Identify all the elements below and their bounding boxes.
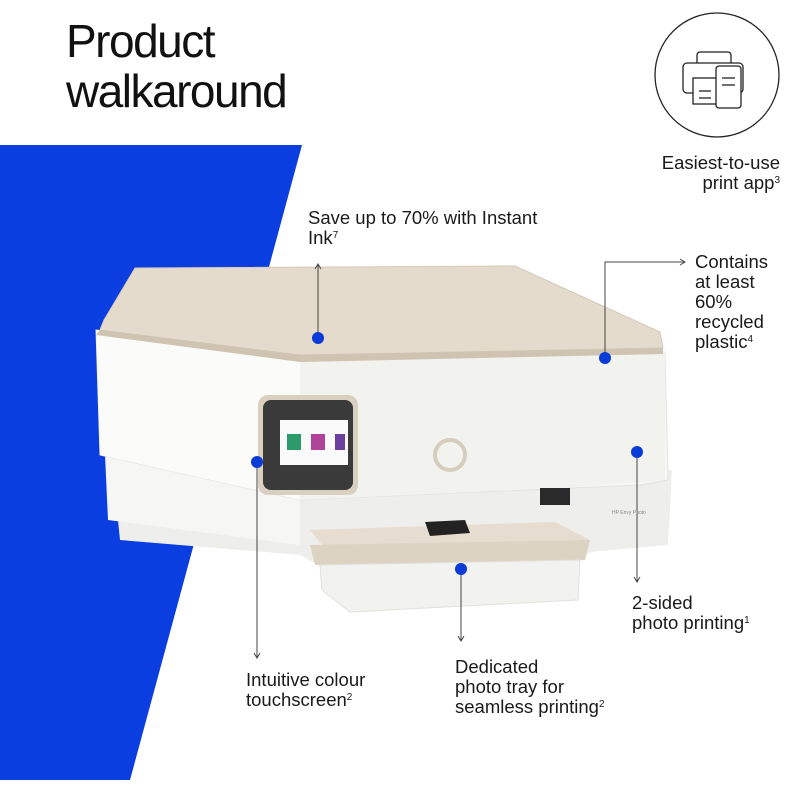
label-line: print app xyxy=(702,172,775,193)
printer-model-label: HP Envy Photo xyxy=(612,510,646,516)
instant-ink-callout: Save up to 70% with Instant Ink7 xyxy=(308,208,537,248)
label-line: Easiest-to-use xyxy=(661,152,780,173)
label-line: Intuitive colour xyxy=(246,669,366,690)
label-line: at least xyxy=(695,271,755,292)
app-feature-label: Easiest-to-use print app3 xyxy=(620,153,780,193)
label-line: Save up to 70% with Instant xyxy=(308,207,538,228)
callout-lines xyxy=(253,258,686,659)
label-line: 2-sided xyxy=(632,592,693,613)
label-line: Dedicated xyxy=(455,656,539,677)
touchscreen-callout: Intuitive colour touchscreen2 xyxy=(246,670,365,710)
recycled-plastic-callout: Contains at least 60% recycled plastic4 xyxy=(695,252,768,352)
two-sided-callout: 2-sided photo printing1 xyxy=(632,593,750,633)
label-line: Ink xyxy=(308,227,333,248)
label-line: photo printing xyxy=(632,612,745,633)
title-line-2: walkaround xyxy=(66,65,288,117)
label-line: Contains xyxy=(695,251,769,272)
footnote-marker: 3 xyxy=(774,175,780,186)
page-title: Product walkaround xyxy=(66,15,288,117)
scanner-lid xyxy=(99,265,664,356)
label-line: seamless printing xyxy=(455,696,599,717)
hp-logo xyxy=(433,438,467,472)
label-line: plastic xyxy=(695,331,748,352)
photo-tray-callout: Dedicated photo tray for seamless printi… xyxy=(455,657,605,717)
printer-phone-icon xyxy=(654,12,780,138)
label-line: photo tray for xyxy=(455,676,565,697)
footnote-marker: 1 xyxy=(744,615,750,626)
footnote-marker: 4 xyxy=(747,334,754,345)
printer xyxy=(95,265,672,613)
label-line: touchscreen xyxy=(246,689,347,710)
footnote-marker: 2 xyxy=(598,699,605,710)
label-line: recycled xyxy=(695,311,764,332)
label-line: 60% xyxy=(695,291,733,312)
callout-dots xyxy=(251,332,643,575)
title-line-1: Product xyxy=(66,15,216,67)
touchscreen xyxy=(258,395,358,495)
footnote-marker: 2 xyxy=(346,692,353,703)
footnote-marker: 7 xyxy=(332,230,339,241)
